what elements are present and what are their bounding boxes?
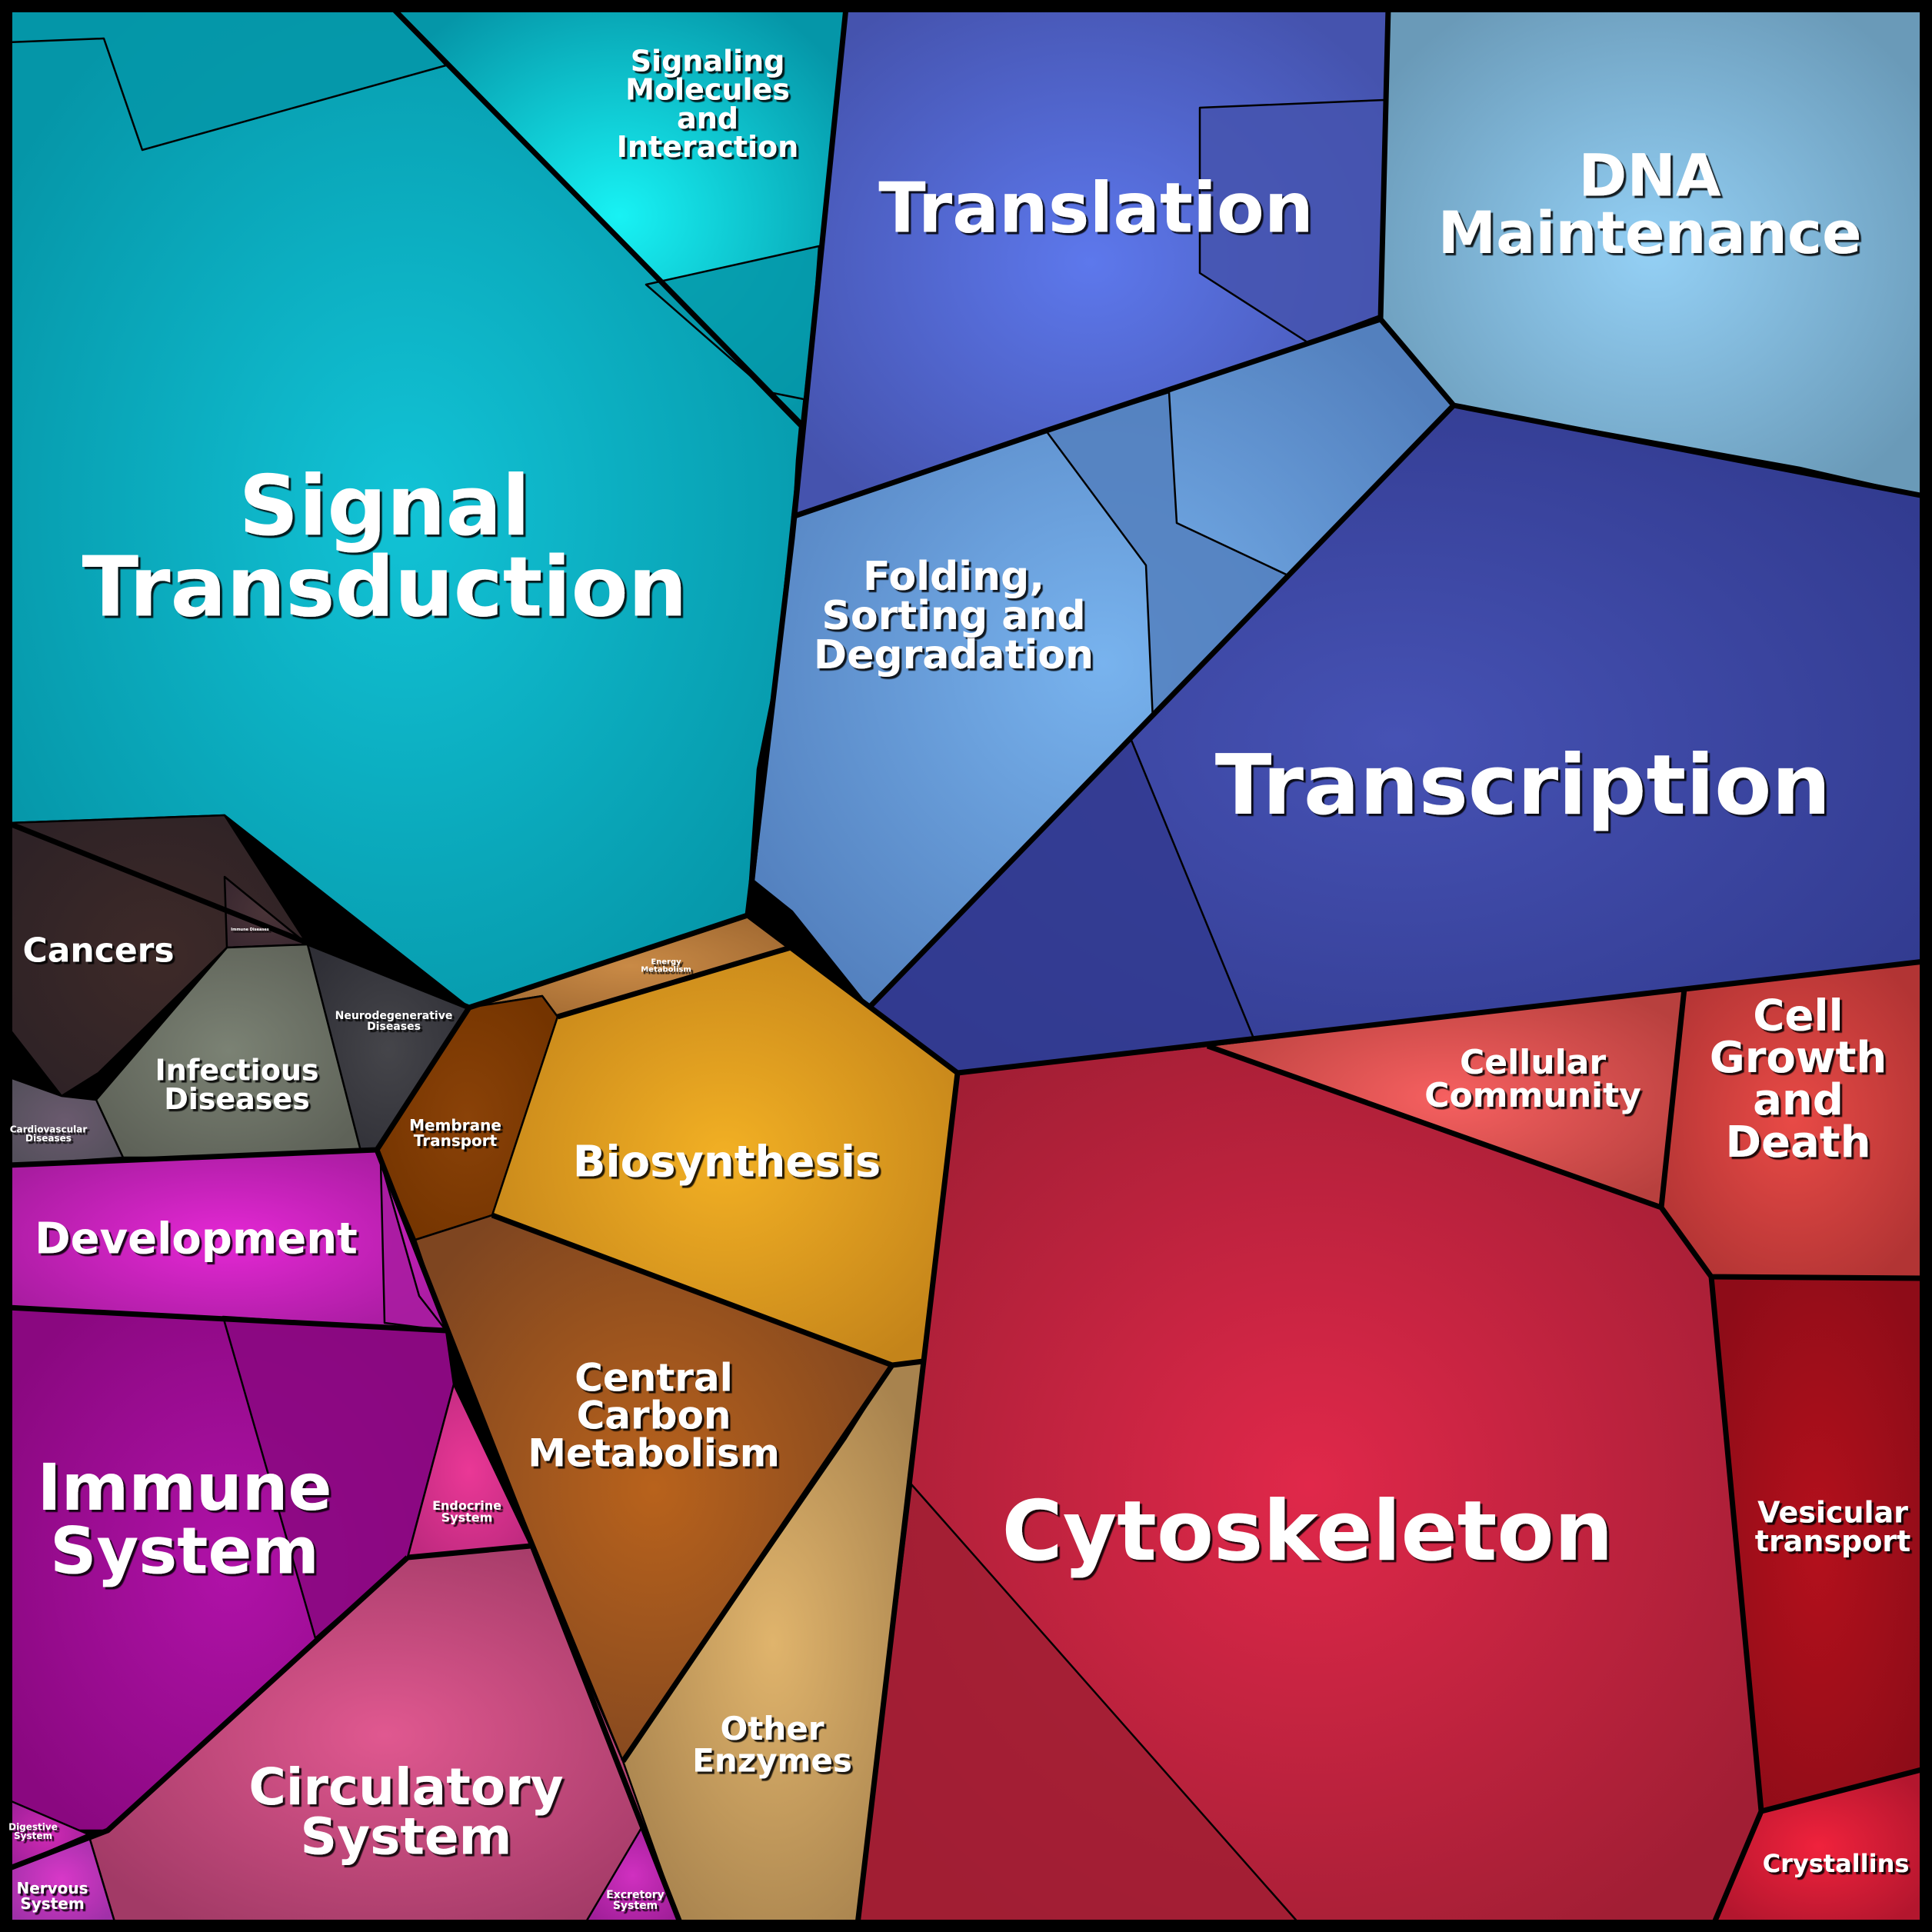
cell-cell-growth-death[interactable] bbox=[1660, 960, 1926, 1280]
cells-layer bbox=[6, 6, 1926, 1926]
